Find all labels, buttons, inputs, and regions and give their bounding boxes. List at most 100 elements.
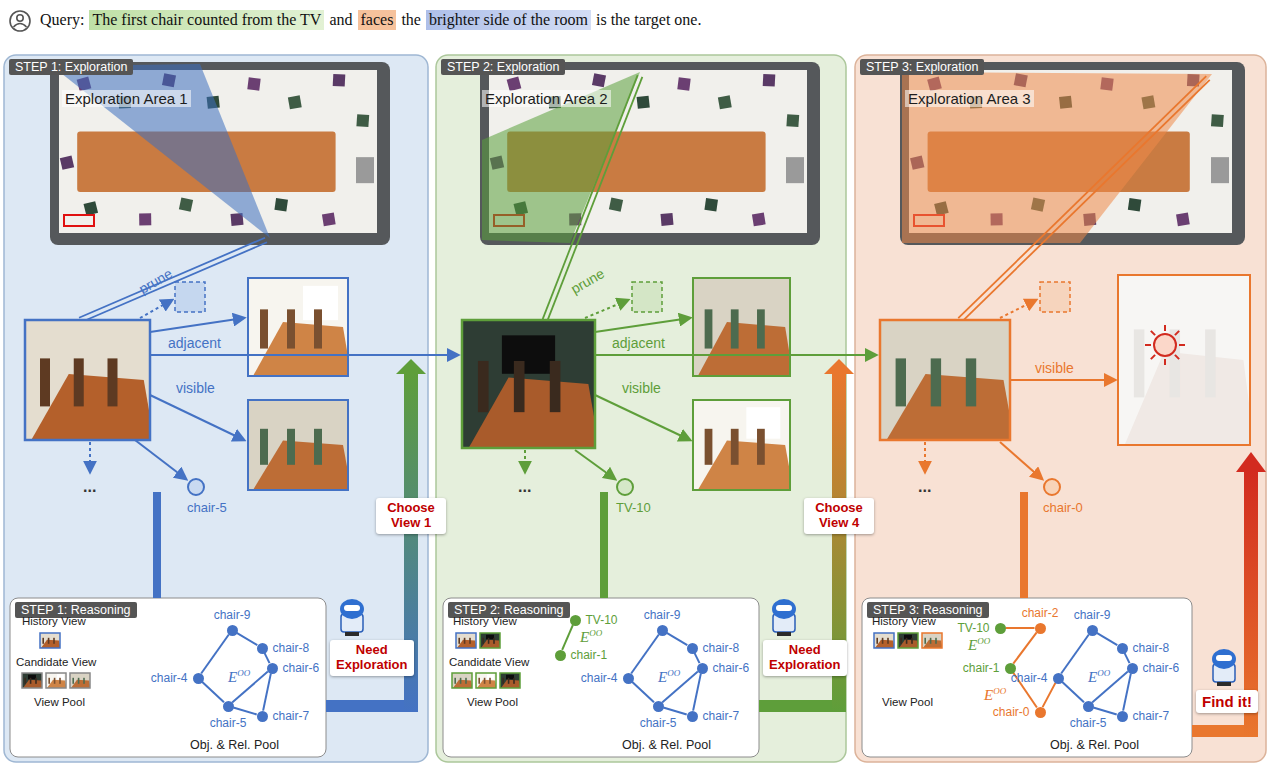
photo-chair: [489, 678, 491, 684]
reasoning-box-ground: [862, 598, 1192, 757]
photo-frame: [693, 400, 790, 490]
query-text: and: [329, 11, 352, 29]
photo-tv: [28, 675, 36, 680]
photo-fade: [1118, 275, 1250, 445]
view-image: [693, 278, 790, 376]
carpet-tile: [637, 96, 650, 109]
object-label: chair-6: [1143, 661, 1180, 675]
photo-chair: [931, 358, 941, 406]
flow-arrow-head: [1236, 452, 1266, 472]
map-unit: [1211, 157, 1229, 183]
photo-chair: [876, 638, 878, 644]
carpet-tile: [1211, 114, 1224, 127]
view-arrow: [585, 300, 628, 318]
decision-text: Find it!: [1202, 693, 1252, 710]
relation-superscript: OO: [667, 668, 680, 678]
view-arrow: [595, 318, 690, 332]
object-node: chair-6: [697, 663, 708, 674]
object-label: chair-6: [283, 661, 320, 675]
robot-visor: [776, 605, 792, 611]
relation-type-label: EOO: [1088, 668, 1110, 686]
view-image: [500, 673, 520, 688]
text-label: Obj. & Rel. Pool: [1050, 738, 1139, 752]
photo-chair: [464, 638, 466, 644]
text-label: View Pool: [467, 696, 518, 708]
text-label: prune: [136, 265, 175, 297]
object-node: chair-7: [1117, 711, 1128, 722]
relation-symbol: E: [580, 629, 589, 645]
view-image: [25, 320, 150, 440]
target-marker: [1154, 334, 1176, 356]
object-label: chair-8: [1133, 641, 1170, 655]
view-image: [693, 400, 790, 490]
view-arrow: [89, 442, 91, 472]
carpet-tile: [752, 213, 766, 227]
relation-superscript: OO: [589, 628, 602, 638]
object-node: chair-6: [267, 663, 278, 674]
photo-ground: [476, 673, 496, 688]
view-image: [476, 673, 496, 688]
photo-chair: [48, 678, 50, 684]
photo-chair: [260, 309, 268, 348]
photo-chair: [40, 358, 50, 406]
carpet-tile: [288, 95, 302, 109]
view-arrow: [1010, 379, 1115, 381]
exploration-area: [482, 72, 640, 243]
relation-type-label: EOO: [658, 668, 680, 686]
view-arrow: [575, 450, 615, 479]
relation-edge: [201, 634, 229, 673]
view-beam: [547, 77, 642, 321]
photo-chair: [731, 309, 739, 348]
carpet-tile: [677, 77, 690, 90]
object-label: chair-8: [273, 641, 310, 655]
view-arrow: [1000, 300, 1036, 318]
view-to-reasoning-bar: [153, 492, 161, 598]
view-image: [1118, 275, 1250, 445]
photo-ground: [40, 633, 60, 648]
photo-ground: [456, 633, 476, 648]
photo-chair: [83, 678, 85, 684]
photo-chair: [465, 678, 467, 684]
photo-frame: [476, 673, 496, 688]
relation-edge: [1043, 683, 1056, 707]
query-text: The first chair counted from the TV: [89, 10, 324, 30]
carpet-tile: [718, 95, 732, 109]
text-label: ...: [918, 478, 931, 496]
query-text: the: [401, 11, 421, 29]
object-label: chair-5: [210, 716, 247, 730]
decision-tag: Need Exploration: [763, 640, 847, 676]
view-arrow: [150, 318, 244, 332]
object-node: TV-10: [570, 615, 581, 626]
pruned-view: [632, 282, 662, 312]
view-beam: [543, 75, 638, 319]
object-label: chair-9: [214, 608, 251, 622]
relation-edge: [693, 673, 701, 710]
carpet-tile: [356, 114, 369, 127]
photo-ground: [880, 320, 1010, 440]
relation-type-label: EOO: [580, 628, 602, 646]
text-label: Exploration Area 1: [62, 90, 191, 107]
object-label: chair-1: [963, 661, 1000, 675]
carpet-tile: [592, 73, 606, 87]
relation-superscript: OO: [993, 686, 1006, 696]
photo-chair: [260, 429, 268, 465]
robot-base: [777, 632, 791, 636]
photo-ground: [500, 673, 520, 688]
object-label: chair-5: [187, 500, 227, 515]
carpet-tile: [609, 198, 623, 212]
view-image: [898, 633, 918, 648]
flow-arrow-head: [824, 359, 854, 374]
relation-superscript: OO: [1097, 668, 1110, 678]
view-image: [248, 400, 348, 490]
photo-chair: [53, 638, 55, 644]
panel-heading: STEP 1: Exploration: [9, 59, 133, 75]
carpet-tile: [660, 213, 673, 226]
view-arrow: [150, 395, 244, 440]
object-node: chair-2: [1035, 623, 1046, 634]
tv-marker: [64, 215, 94, 226]
photo-chair: [458, 638, 460, 644]
photo-chair: [314, 429, 322, 465]
text-label: History View: [22, 615, 86, 627]
query-text: brighter side of the room: [426, 10, 591, 30]
relation-edge: [632, 682, 654, 702]
